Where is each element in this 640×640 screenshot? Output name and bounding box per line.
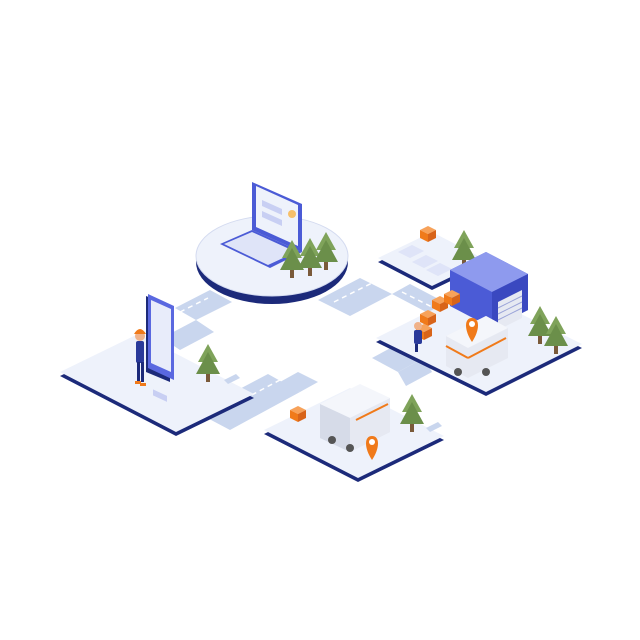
road-network [162,278,448,430]
platform-online-store [195,182,349,304]
person-icon [414,322,422,352]
laptop-icon [220,182,302,268]
smartphone-icon [146,294,174,402]
truck-icon [445,316,508,378]
truck-icon [320,384,390,452]
platform-warehouse [376,252,582,396]
person-icon [134,329,146,386]
platform-delivery [264,384,444,482]
platform-order [60,294,254,436]
warehouse-icon [450,252,528,330]
